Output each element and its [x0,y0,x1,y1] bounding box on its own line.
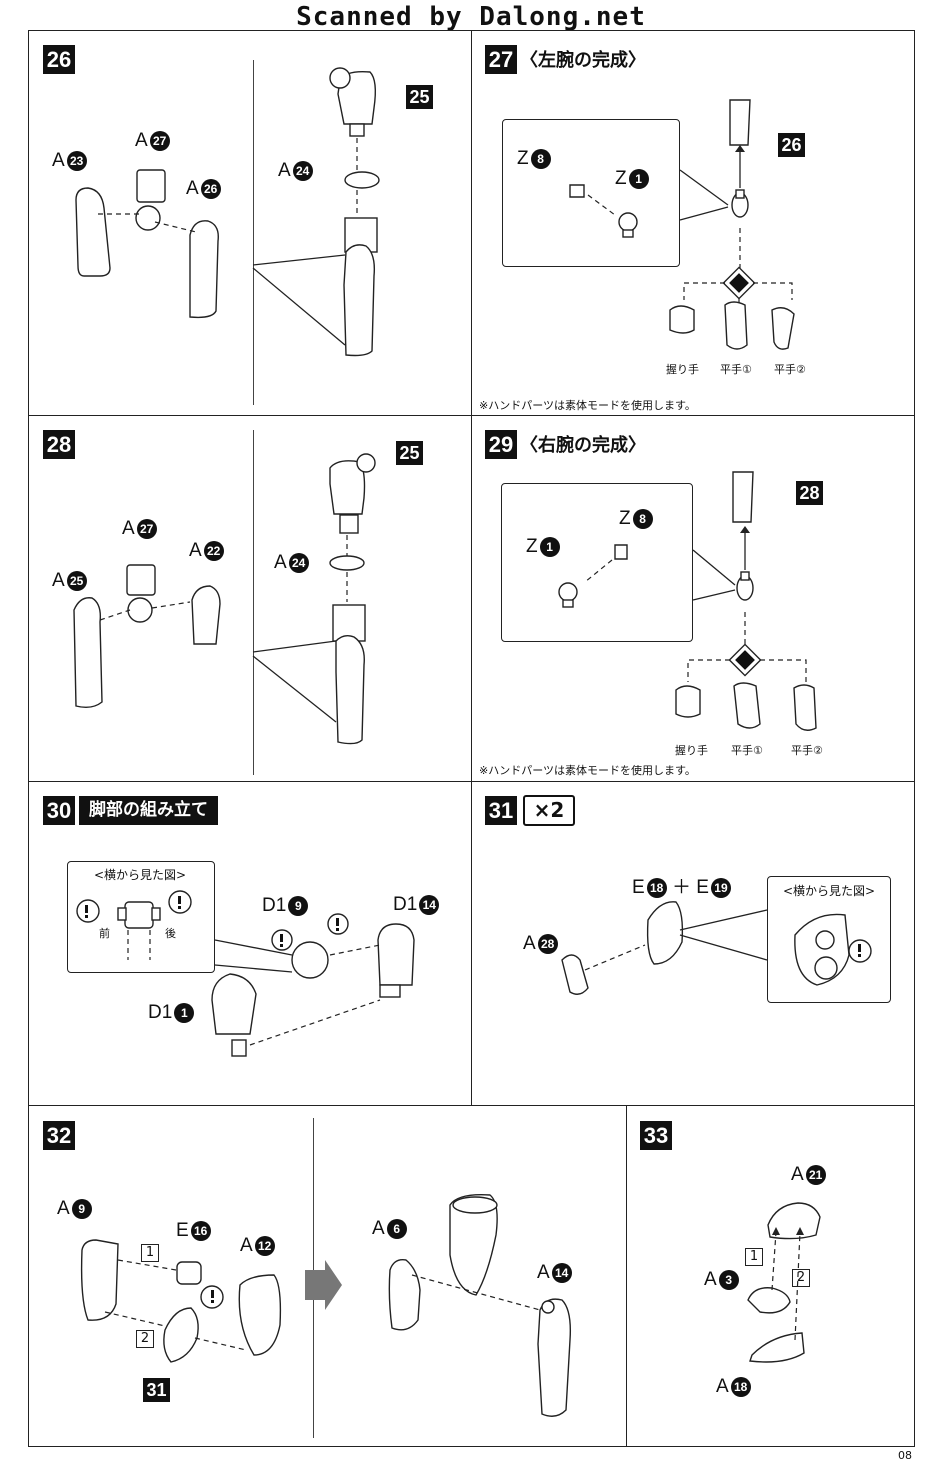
step-33-number: 33 [640,1121,672,1150]
tag-part-31: 31 [143,1378,170,1402]
hand-flat2-label-left: 平手② [774,363,806,376]
step-31-number: 31 [485,796,517,825]
step-29-note: ※ハンドパーツは素体モードを使用します。 [479,764,696,777]
step-30-banner: 脚部の組み立て [79,796,218,825]
tag-part-28: 28 [796,481,823,505]
hand-grip-label-right: 握り手 [675,744,708,757]
front-label: 前 [99,927,110,940]
col-divider-2 [626,1105,627,1447]
step-27-detail-box [502,119,680,267]
step-28-divider [253,430,254,775]
step-29-number: 29 [485,430,517,459]
col-divider-1 [471,30,472,1105]
step-31-times-badge: ×2 [523,795,575,826]
page-number: 08 [898,1449,912,1462]
hand-flat1-label-left: 平手① [720,363,752,376]
step-27-number: 27 [485,45,517,74]
step-26-divider [253,60,254,405]
tag-part-26: 26 [778,133,805,157]
order-2-s33: 2 [792,1269,810,1287]
order-2-s32: 2 [136,1330,154,1348]
back-label: 後 [165,927,176,940]
step-27-note: ※ハンドパーツは素体モードを使用します。 [479,399,696,412]
step-29-detail-box [501,483,693,642]
step-27-title: 〈左腕の完成〉 [520,50,646,71]
step-29-title: 〈右腕の完成〉 [520,435,646,456]
step-28-number: 28 [43,430,75,459]
hand-flat1-label-right: 平手① [731,744,763,757]
hand-grip-label-left: 握り手 [666,363,699,376]
step-30-sideview-label: <横から見た図> [94,868,187,882]
hand-flat2-label-right: 平手② [791,744,823,757]
step-32-number: 32 [43,1121,75,1150]
step-30-number: 30 [43,796,75,825]
step-31-sideview-label: <横から見た図> [783,884,876,898]
tag-part-25-s28: 25 [396,441,423,465]
row-divider-3 [28,1105,915,1106]
tag-part-25: 25 [406,85,433,109]
order-1-s32: 1 [141,1244,159,1262]
step-26-number: 26 [43,45,75,74]
order-1-s33: 1 [745,1248,763,1266]
scanner-watermark: Scanned by Dalong.net [296,2,646,32]
